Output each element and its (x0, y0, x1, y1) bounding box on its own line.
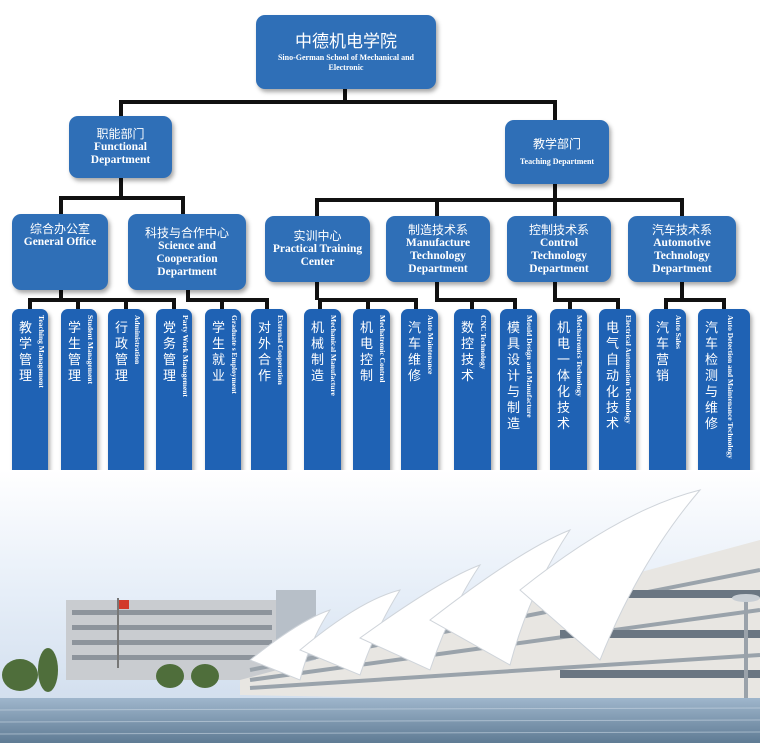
automotive-en: Automotive Technology Department (652, 236, 712, 275)
campus-photo (0, 470, 760, 743)
leaf-label-zh: 汽车维修 (407, 321, 421, 384)
leaf-label-en: Mechatronics Technology (575, 315, 584, 397)
teaching-zh: 教学部门 (532, 137, 581, 151)
leaf-label-en: CNC Technology (479, 315, 488, 370)
leaf-label-zh: 对外合作 (257, 321, 271, 384)
science-en: Science and Cooperation Department (156, 239, 218, 278)
leaf-mechanical-manufacture: 机械制造 Mechanical Manufacture (304, 309, 341, 478)
root-title-zh: 中德机电学院 (295, 32, 397, 52)
leaf-label-en: Teaching Management (37, 315, 46, 388)
leaf-label-en: Auto Sales (674, 315, 683, 349)
leaf-label-en: Graduate s Employment (230, 315, 239, 394)
leaf-label-zh: 教学管理 (18, 321, 32, 384)
leaf-label-en: Mechanical Manufacture (329, 315, 338, 396)
leaf-label-zh: 机电控制 (359, 321, 373, 384)
leaf-label-zh: 机电一体化技术 (556, 321, 570, 432)
leaf-mechatronics-technology: 机电一体化技术 Mechatronics Technology (550, 309, 587, 478)
leaf-label-en: Administration (133, 315, 142, 365)
root-node: 中德机电学院 Sino-German School of Mechanical … (256, 15, 436, 89)
leaf-label-zh: 机械制造 (310, 321, 324, 384)
leaf-label-zh: 数控技术 (460, 321, 474, 384)
functional-zh: 职能部门 (96, 127, 145, 141)
connector-lines (28, 89, 726, 310)
leaf-external-cooperation: 对外合作 External Cooperation (251, 309, 287, 478)
manufacture-en: Manufacture Technology Department (405, 236, 471, 275)
teaching-department-node: 教学部门 Teaching Department (505, 120, 609, 184)
general-office-en: General Office (23, 236, 97, 248)
practical-training-node: 实训中心 Practical Training Center (265, 216, 370, 282)
functional-department-node: 职能部门 Functional Department (69, 116, 172, 178)
leaf-label-en: Mould Design and Manufacture (525, 315, 534, 418)
leaf-label-en: Electrical Automation Technology (624, 315, 633, 424)
science-zh: 科技与合作中心 (144, 225, 229, 240)
training-en: Practical Training Center (272, 243, 363, 268)
root-title-en: Sino-German School of Mechanical and Ele… (277, 53, 414, 72)
leaf-label-zh: 学生管理 (67, 321, 81, 384)
automotive-technology-node: 汽车技术系 Automotive Technology Department (628, 216, 736, 282)
leaf-label-zh: 行政管理 (114, 321, 128, 384)
leaf-graduate-employment: 学生就业 Graduate s Employment (205, 309, 241, 478)
leaf-auto-detection: 汽车检测与维修 Auto Detection and Maintenance T… (698, 309, 750, 478)
leaf-student-management: 学生管理 Student Management (61, 309, 97, 478)
science-cooperation-node: 科技与合作中心 Science and Cooperation Departme… (128, 214, 246, 290)
leaf-label-zh: 党务管理 (162, 321, 176, 384)
leaf-mechatronic-control: 机电控制 Mechatronic Control (353, 309, 390, 478)
leaf-label-zh: 电气自动化技术 (605, 321, 619, 432)
teaching-en: Teaching Department (519, 157, 595, 166)
leaf-label-zh: 汽车营销 (655, 321, 669, 384)
training-zh: 实训中心 (293, 229, 342, 243)
general-office-node: 综合办公室 General Office (12, 214, 108, 290)
automotive-zh: 汽车技术系 (651, 222, 712, 237)
leaf-electrical-automation: 电气自动化技术 Electrical Automation Technology (599, 309, 636, 478)
leaf-label-en: Party Work Management (181, 315, 190, 397)
leaf-label-en: Mechatronic Control (378, 315, 387, 383)
leaf-label-en: Auto Maintenance (426, 315, 435, 375)
leaf-cnc-technology: 数控技术 CNC Technology (454, 309, 491, 478)
general-office-zh: 综合办公室 (29, 222, 90, 236)
leaf-label-zh: 汽车检测与维修 (704, 321, 718, 432)
control-en: Control Technology Department (529, 236, 589, 275)
control-zh: 控制技术系 (528, 222, 589, 237)
leaf-label-en: Auto Detection and Maintenance Technolog… (726, 315, 735, 459)
leaf-administration: 行政管理 Administration (108, 309, 144, 478)
leaf-auto-maintenance: 汽车维修 Auto Maintenance (401, 309, 438, 478)
leaf-label-zh: 模具设计与制造 (506, 321, 520, 432)
leaf-party-work-management: 党务管理 Party Work Management (156, 309, 192, 478)
leaf-teaching-management: 教学管理 Teaching Management (12, 309, 48, 478)
leaf-label-zh: 学生就业 (211, 321, 225, 384)
manufacture-technology-node: 制造技术系 Manufacture Technology Department (386, 216, 490, 282)
functional-en: Functional Department (90, 141, 151, 166)
control-technology-node: 控制技术系 Control Technology Department (507, 216, 611, 282)
manufacture-zh: 制造技术系 (407, 222, 468, 237)
leaf-label-en: External Cooperation (276, 315, 285, 385)
leaf-auto-sales: 汽车营销 Auto Sales (649, 309, 686, 478)
leaf-label-en: Student Management (86, 315, 95, 384)
leaf-mould-design: 模具设计与制造 Mould Design and Manufacture (500, 309, 537, 478)
